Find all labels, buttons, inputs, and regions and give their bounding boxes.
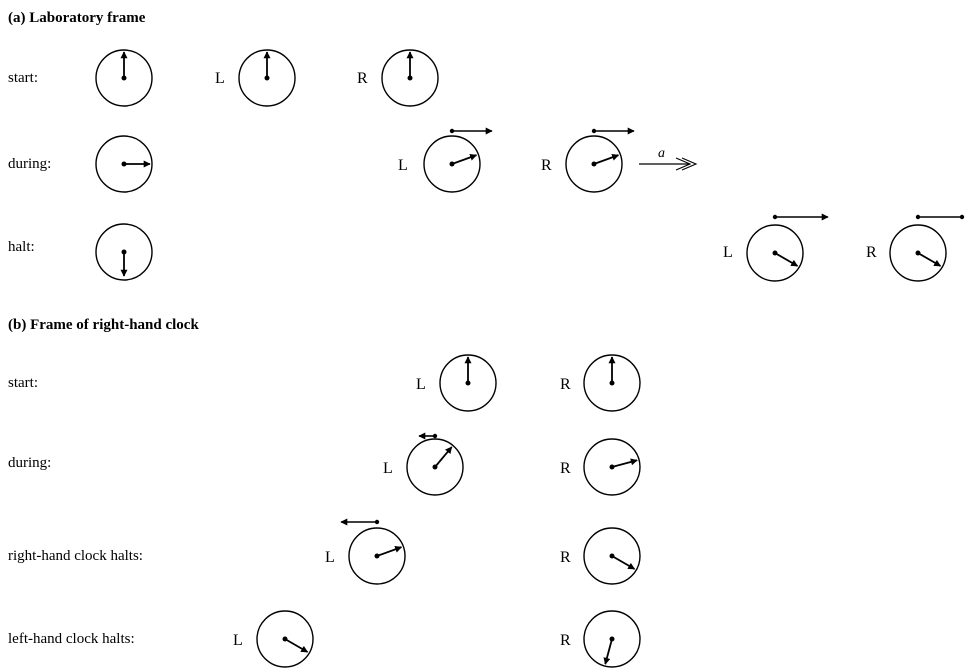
velocity-bar-stopped (915, 214, 965, 220)
clock-face (348, 527, 406, 585)
clock-pivot (121, 249, 127, 255)
clock-label-R: R (357, 70, 368, 87)
clock-face (583, 354, 641, 412)
clock-pivot (609, 380, 615, 386)
clock-a-during-R: R (541, 127, 635, 193)
clock-b-start-R: R (560, 354, 641, 412)
clock-face (381, 49, 439, 107)
row-label-a-during: during: (8, 156, 51, 172)
clock-pivot (609, 553, 615, 559)
clock-hand (593, 153, 620, 165)
clock-b-rh-halts-L: L (325, 518, 406, 585)
clock-face (439, 354, 497, 412)
clock-hand (434, 446, 453, 468)
clock-face (95, 223, 153, 281)
clock-a-during-L: L (398, 127, 493, 193)
clock-label-R: R (866, 244, 877, 261)
clock-b-rh-halts-R: R (560, 527, 641, 585)
velocity-arrow (340, 518, 380, 526)
clock-pivot (609, 464, 615, 470)
clock-b-start-L: L (416, 354, 497, 412)
clock-label-R: R (560, 376, 571, 393)
row-label-b-during: during: (8, 455, 51, 471)
section-b-heading: (b) Frame of right-hand clock (8, 317, 199, 333)
clock-a-start-ref (95, 49, 153, 107)
clock-face (238, 49, 296, 107)
row-label-b-rh-halts: right-hand clock halts: (8, 548, 143, 564)
row-label-b-start: start: (8, 375, 38, 391)
clock-pivot (432, 464, 438, 470)
row-label-b-lh-halts: left-hand clock halts: (8, 631, 135, 647)
clock-label-R: R (560, 632, 571, 649)
clock-face (889, 224, 947, 282)
clock-face (95, 49, 153, 107)
clock-face (583, 438, 641, 496)
clock-face (746, 224, 804, 282)
clock-a-start-L: L (215, 49, 296, 107)
clock-pivot (374, 553, 380, 559)
clock-pivot (609, 636, 615, 642)
clock-hand (451, 153, 478, 165)
clock-a-halt-R: R (866, 214, 965, 282)
clock-face (565, 135, 623, 193)
clock-label-R: R (560, 460, 571, 477)
clock-a-during-ref (95, 135, 153, 193)
clock-hand (917, 252, 942, 267)
acceleration-arrow: a (639, 146, 698, 171)
row-label-a-start: start: (8, 70, 38, 86)
clock-label-L: L (325, 549, 335, 566)
row-label-a-halt: halt: (8, 239, 35, 255)
clock-face (95, 135, 153, 193)
clock-face (256, 610, 314, 668)
clock-label-L: L (416, 376, 426, 393)
clock-hand (611, 555, 636, 570)
clock-b-during-L: L (383, 432, 464, 496)
clock-label-L: L (215, 70, 225, 87)
clock-pivot (121, 75, 127, 81)
clock-hand (284, 638, 309, 653)
clock-pivot (449, 161, 455, 167)
clock-label-L: L (723, 244, 733, 261)
clock-label-L: L (233, 632, 243, 649)
velocity-arrow (449, 127, 493, 135)
velocity-arrow (772, 213, 829, 221)
clock-label-L: L (383, 460, 393, 477)
velocity-arrow (418, 432, 438, 440)
clock-a-start-R: R (357, 49, 439, 107)
clock-b-lh-halts-L: L (233, 610, 314, 668)
clock-a-halt-ref (95, 223, 153, 281)
clock-face (406, 438, 464, 496)
clock-label-R: R (560, 549, 571, 566)
clock-pivot (407, 75, 413, 81)
clock-label-L: L (398, 157, 408, 174)
clock-face (583, 527, 641, 585)
clock-pivot (591, 161, 597, 167)
clock-hand (603, 638, 613, 665)
clock-pivot (121, 161, 127, 167)
clock-hand (376, 545, 403, 557)
clock-face (423, 135, 481, 193)
acceleration-label: a (658, 146, 665, 161)
clock-hand (611, 458, 638, 468)
clock-label-R: R (541, 157, 552, 174)
clock-pivot (264, 75, 270, 81)
clock-b-lh-halts-R: R (560, 610, 641, 668)
clock-pivot (465, 380, 471, 386)
clock-b-during-R: R (560, 438, 641, 496)
velocity-arrow (591, 127, 635, 135)
section-a-heading: (a) Laboratory frame (8, 10, 146, 26)
clock-pivot (772, 250, 778, 256)
clock-hand (774, 252, 799, 267)
clock-pivot (915, 250, 921, 256)
clock-face (583, 610, 641, 668)
clock-a-halt-L: L (723, 213, 829, 282)
clock-pivot (282, 636, 288, 642)
